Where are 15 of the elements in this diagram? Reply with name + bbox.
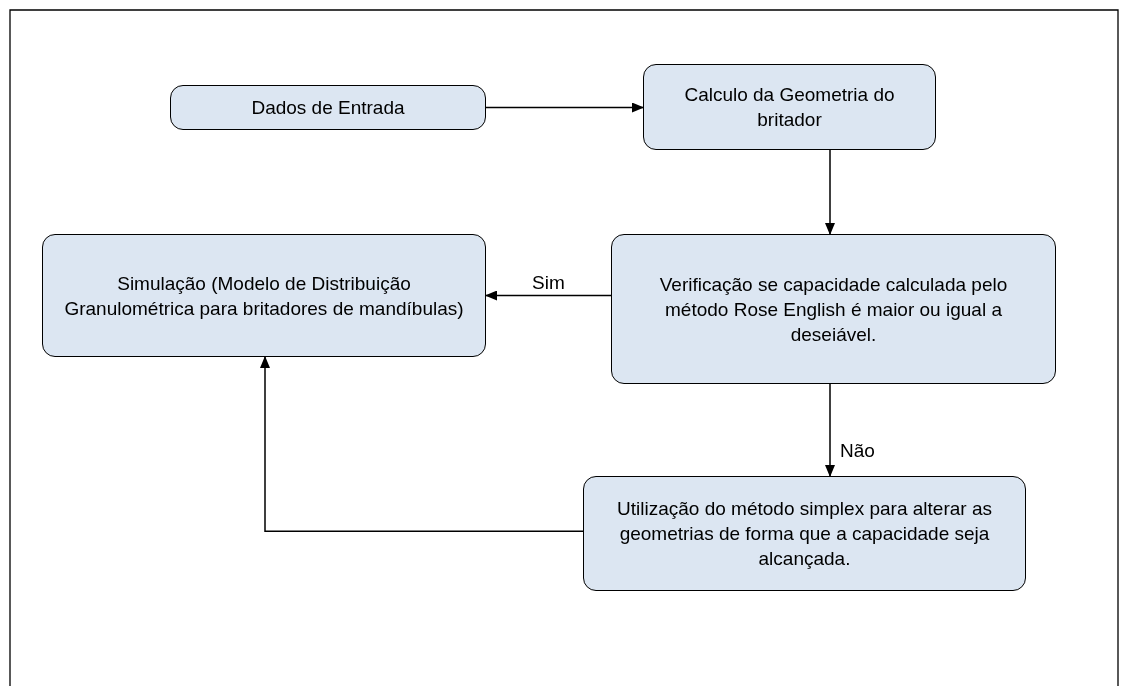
box-text: Utilização do método simplex para alterar as geometrias de forma que a capacidade seja alcançada. <box>616 497 993 571</box>
arrow <box>485 290 612 301</box>
process-box <box>170 85 486 130</box>
box-text: Verificação se capacidade calculada pelo método Rose English é maior ou igual a deseiável. <box>658 272 1009 347</box>
box-text: Calculo da Geometria do britador <box>683 83 896 132</box>
process-box <box>643 64 936 150</box>
arrow <box>260 356 584 532</box>
process-box <box>42 234 486 357</box>
process-box <box>583 476 1026 591</box>
arrow <box>825 149 835 235</box>
box-text: Dados de Entrada <box>251 96 405 120</box>
arrow <box>485 102 644 113</box>
process-box <box>611 234 1056 384</box>
box-text: Simulação (Modelo de Distribuição Granulométrica para britadores de mandíbulas) <box>63 271 465 321</box>
arrow <box>825 383 835 477</box>
